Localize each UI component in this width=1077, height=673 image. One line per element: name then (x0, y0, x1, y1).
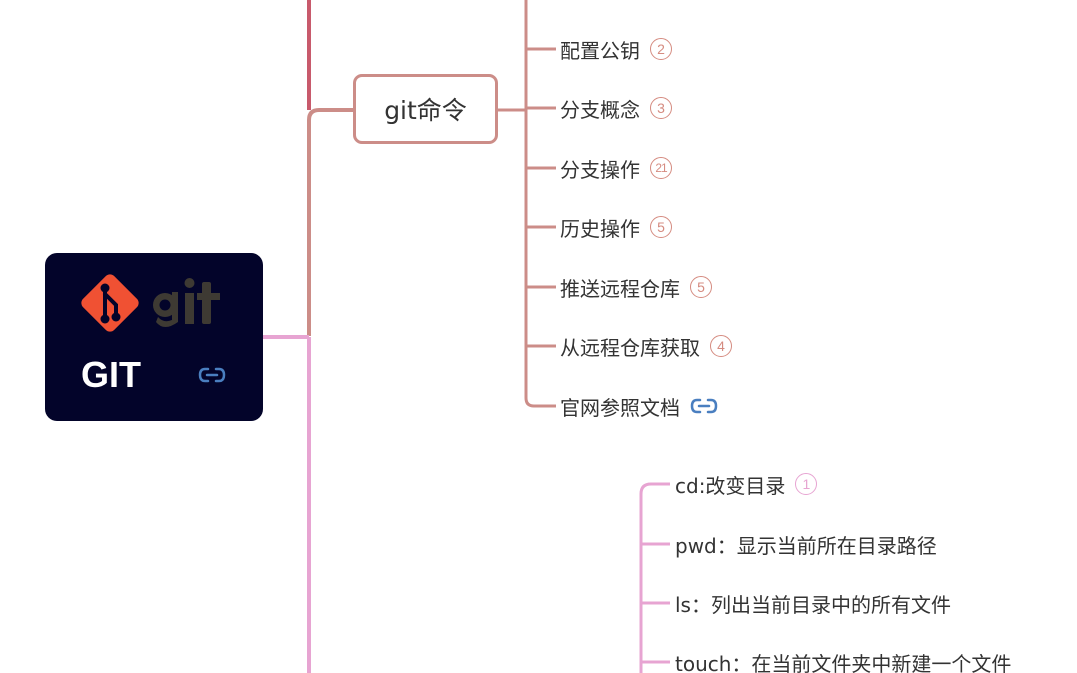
connector-cmd-trunk (639, 482, 670, 673)
topic-branch-operations[interactable]: 分支操作 21 (560, 153, 672, 183)
count-badge[interactable]: 3 (650, 97, 672, 119)
topic-label: 分支操作 (560, 157, 640, 182)
count-badge[interactable]: 5 (690, 276, 712, 298)
connector-root-branch (307, 108, 353, 336)
count-badge[interactable]: 5 (650, 216, 672, 238)
topic-partial-top-label: ·· ·· (560, 0, 592, 7)
count-badge[interactable]: 21 (650, 157, 672, 179)
topic-label: cd:改变目录 (675, 473, 786, 498)
root-node[interactable] (45, 253, 263, 421)
topic-official-docs[interactable]: 官网参照文档 (560, 391, 718, 421)
count-badge[interactable]: 2 (650, 38, 672, 60)
branch-node-git-commands[interactable]: git命令 (353, 74, 498, 144)
topic-label: pwd：显示当前所在目录路径 (675, 533, 937, 558)
topic-label: 历史操作 (560, 216, 640, 241)
link-icon[interactable] (690, 396, 718, 416)
topic-fetch-remote[interactable]: 从远程仓库获取 4 (560, 331, 732, 361)
topic-touch[interactable]: touch：在当前文件夹中新建一个文件 (675, 647, 1011, 673)
topic-configure-public-key[interactable]: 配置公钥 2 (560, 34, 672, 64)
topic-label: touch：在当前文件夹中新建一个文件 (675, 651, 1012, 673)
topic-label: 官网参照文档 (560, 395, 680, 420)
topic-push-remote[interactable]: 推送远程仓库 5 (560, 272, 712, 302)
root-link-icon[interactable] (198, 365, 226, 385)
topic-pwd[interactable]: pwd：显示当前所在目录路径 (675, 529, 937, 559)
topic-history-operations[interactable]: 历史操作 5 (560, 212, 672, 242)
topic-ls[interactable]: ls：列出当前目录中的所有文件 (675, 588, 951, 618)
topic-branch-concept[interactable]: 分支概念 3 (560, 93, 672, 123)
connector-children-trunk (524, 0, 556, 408)
root-title: GIT (81, 354, 141, 395)
topic-partial-top[interactable]: ·· ·· (560, 0, 592, 10)
topic-label: ls：列出当前目录中的所有文件 (675, 592, 951, 617)
topic-cd[interactable]: cd:改变目录 1 (675, 469, 818, 499)
count-badge[interactable]: 1 (795, 473, 818, 495)
topic-label: 分支概念 (560, 97, 640, 122)
topic-label: 推送远程仓库 (560, 276, 680, 301)
count-badge[interactable]: 4 (710, 335, 732, 357)
topic-label: 配置公钥 (560, 38, 640, 63)
git-logo-icon (81, 274, 220, 332)
topic-label: 从远程仓库获取 (560, 335, 700, 360)
